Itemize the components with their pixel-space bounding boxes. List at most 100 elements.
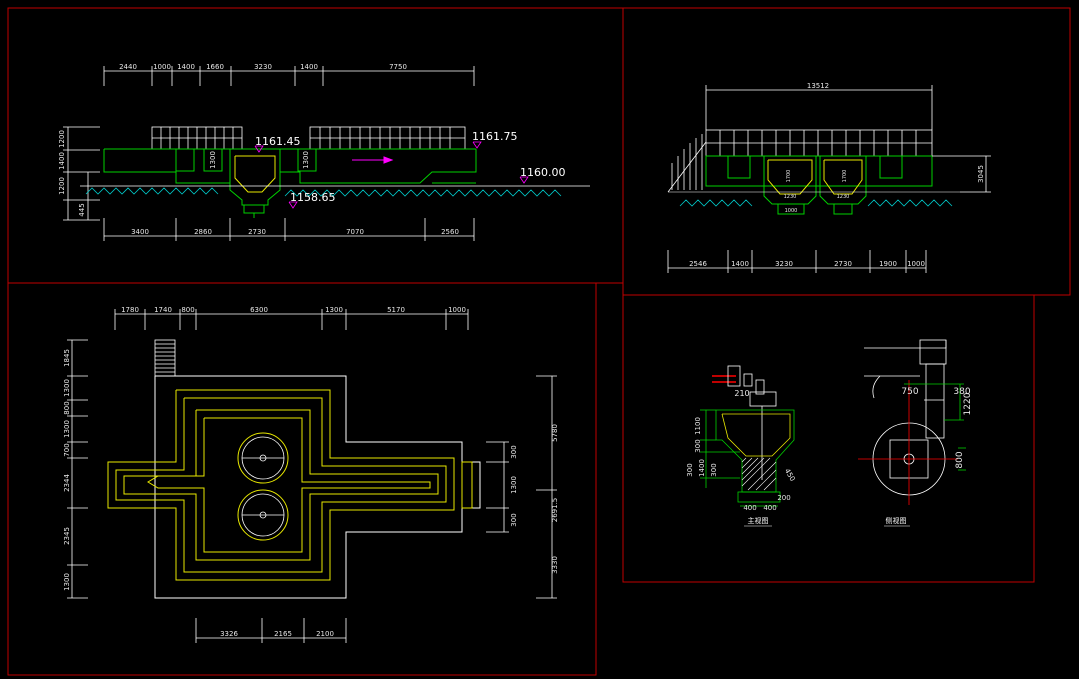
front-dim-1400: 1400 [698,459,706,477]
dim-bottom-2: 2860 [194,228,212,236]
front-view-pipe [712,375,736,383]
side-dim-380: 380 [953,387,970,397]
flow-arrow [352,156,394,164]
section-right-dim-value: 3045 [977,165,985,183]
section-mark-b: 1700 [842,170,848,183]
front-dim-400b: 400 [763,504,776,512]
panel-detail: 210 1100 300 300 1400 300 450 200 400 40… [686,339,973,527]
side-dim-750: 750 [901,387,918,397]
plan-right-dim-2: 1300 [510,476,518,494]
detail-front-view: 210 1100 300 300 1400 300 450 200 400 40… [686,365,797,527]
elevation-1158-65: 1158.65 [290,191,336,204]
plan-right-dim-1: 300 [510,445,518,458]
plan-outer-outline [154,375,481,599]
front-view-inner [721,413,791,457]
elevation-markers [254,141,529,209]
plan-left-dim-6: 2344 [63,474,71,492]
railing-left [151,126,243,150]
section-ground-hatch [679,199,953,207]
panel-section: 13512 [667,82,991,273]
section-bottom-dim-4: 2730 [834,260,852,268]
plan-left-dim-8: 1300 [63,573,71,591]
front-dim-450: 450 [783,467,797,483]
ground-hatch [85,187,562,197]
section-mark-a: 1700 [786,170,792,183]
plan-bottom-dim-2: 2165 [274,630,292,638]
side-view-dims [904,383,966,471]
side-dim-1220: 1220 [963,392,973,415]
plan-left-dim-3: 800 [63,401,71,414]
side-view-structure [864,339,947,496]
dim-top-3: 1400 [177,63,195,71]
left-dimension-line [63,126,100,221]
section-right-dim [932,155,991,193]
plan-right-dim-5: 2691.5 [551,498,559,523]
plan-channels [107,389,473,581]
front-dim-200: 200 [777,494,790,502]
plan-top-dim-3: 800 [181,306,194,314]
frame-elevation [7,7,624,284]
front-dim-300a: 300 [694,439,702,452]
dim-bottom-5: 2560 [441,228,459,236]
section-top-dim-value: 13512 [807,82,829,90]
plan-stair [154,339,176,377]
section-railing [667,129,933,193]
front-dim-300c: 300 [710,463,718,476]
hopper-outline [234,155,276,193]
front-view-motor [727,365,777,480]
front-dim-300b: 300 [686,463,694,476]
front-view-tank [700,409,795,507]
dim-left-4: 445 [78,203,86,216]
elevation-1161-45: 1161.45 [255,135,301,148]
grit-chamber-lower [237,489,289,541]
grit-chamber-upper [237,432,289,484]
dim-top-2: 1000 [153,63,171,71]
section-mark-2: 1300 [302,151,310,169]
section-structure [705,155,933,215]
section-bottom-dim-2: 1400 [731,260,749,268]
dim-top-4: 1660 [206,63,224,71]
plan-left-dim-1: 1845 [63,349,71,367]
top-dimension-line [103,66,475,86]
section-mark-c: 1230 [784,194,797,200]
dim-left-1: 1200 [58,130,66,148]
plan-top-dim-7: 1000 [448,306,466,314]
elevation-1160-00: 1160.00 [520,166,566,179]
section-bottom-dim-3: 3230 [775,260,793,268]
side-view-caption: 侧视图 [886,516,907,525]
structure-outline [103,148,477,218]
panel-plan: 1780 1740 800 6300 1300 5170 1000 1845 1… [63,306,559,643]
plan-top-dim-6: 5170 [387,306,405,314]
front-view-caption: 主视图 [748,516,769,525]
railing-right [309,126,466,150]
plan-bottom-dim-3: 2100 [316,630,334,638]
plan-top-dim-5: 1300 [325,306,343,314]
frame-plan [7,282,597,676]
front-view-hatch [741,457,777,491]
frame-detail [622,294,1035,583]
section-bottom-dim [667,250,927,273]
front-dim-210: 210 [734,389,749,398]
plan-left-dim [67,339,88,599]
plan-top-dim [114,309,469,330]
panel-elevation: 2440 1000 1400 1660 3230 1400 7750 1200 … [58,63,590,241]
dim-top-6: 1400 [300,63,318,71]
plan-top-dim-2: 1740 [154,306,172,314]
plan-top-dim-1: 1780 [121,306,139,314]
plan-left-dim-2: 1300 [63,379,71,397]
bottom-dimension-line [103,218,475,241]
plan-bottom-dim-1: 3326 [220,630,238,638]
elevation-1161-75: 1161.75 [472,130,518,143]
section-bottom-dim-6: 1000 [907,260,925,268]
front-dim-400a: 400 [743,504,756,512]
front-dim-1100: 1100 [694,417,702,435]
dim-bottom-1: 3400 [131,228,149,236]
plan-right-dim [486,375,557,599]
dim-bottom-4: 7070 [346,228,364,236]
detail-side-view: 750 380 1220 800 侧视图 [858,339,973,527]
plan-grit-chambers [237,432,289,541]
plan-right-dim-4: 5780 [551,424,559,442]
plan-left-dim-7: 2345 [63,527,71,545]
plan-left-dim-5: 700 [63,443,71,456]
